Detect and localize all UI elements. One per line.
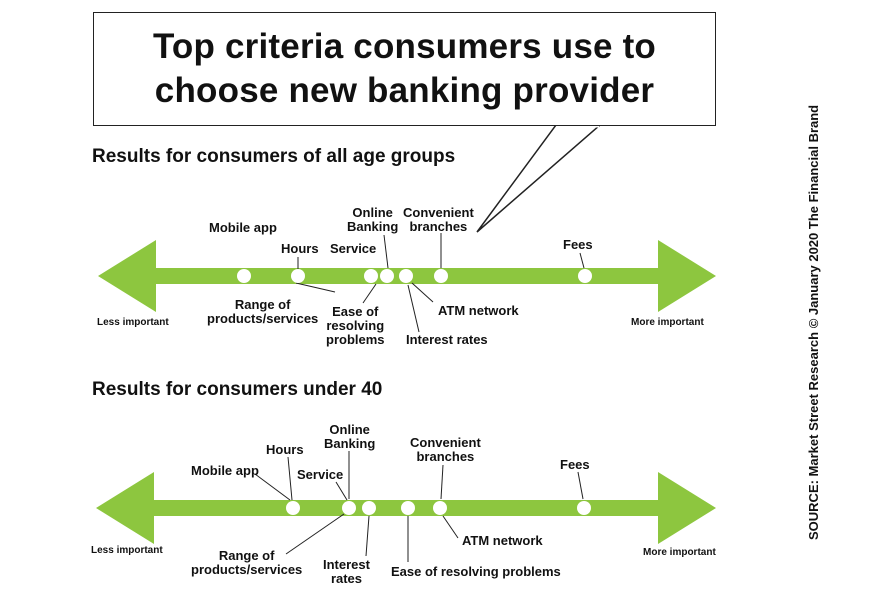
- panel-2-leader-line: [577, 471, 584, 500]
- panel-2-leader-line: [254, 473, 291, 501]
- panel-2-leader-line: [365, 515, 370, 557]
- panel-2-criterion-marker: [286, 501, 300, 515]
- panel-1-leader-line: [362, 283, 377, 304]
- title-callout-tail: [476, 124, 603, 233]
- title-line-2: choose new banking provider: [154, 71, 655, 110]
- panel-1-leader-line: [383, 234, 389, 269]
- panel-2-criterion-label: Service: [297, 467, 344, 482]
- panel-2-criterion-marker: [577, 501, 591, 515]
- panel-1-leader-line: [295, 282, 336, 293]
- panel-1-criterion-label: Interest rates: [406, 332, 488, 347]
- panel-1-leader-line: [407, 284, 420, 333]
- panel-1-criterion-label: ATM network: [438, 303, 519, 318]
- panel-2-leader-line: [285, 513, 345, 555]
- panel-1-criterion-label: Fees: [563, 237, 593, 252]
- panel-1-criterion-label: Service: [330, 241, 377, 256]
- panel-2-leader-line: [287, 456, 293, 501]
- panel-2-more-important-label: More important: [643, 547, 716, 558]
- panel-1-criterion-label: Mobile app: [209, 220, 277, 235]
- panel-2-criterion-marker: [362, 501, 376, 515]
- panel-1-leader-line: [579, 252, 585, 269]
- panel-1-criterion-marker: [380, 269, 394, 283]
- panel-2-leader-line: [442, 515, 459, 539]
- title-box: Top criteria consumers use to choose new…: [93, 12, 716, 126]
- panel-2-criterion-label: Hours: [266, 442, 304, 457]
- panel-1-less-important-label: Less important: [97, 317, 169, 328]
- panel-1-criterion-marker: [291, 269, 305, 283]
- panel-2-criterion-label: Mobile app: [191, 463, 259, 478]
- title-line-1: Top criteria consumers use to: [152, 27, 657, 66]
- panel-2-leader-line: [335, 481, 348, 501]
- panel-2-criterion-marker: [401, 501, 415, 515]
- panel-1-more-important-label: More important: [631, 317, 704, 328]
- panel-1-criterion-marker: [399, 269, 413, 283]
- panel-1-heading: Results for consumers of all age groups: [92, 146, 456, 167]
- panel-2-heading: Results for consumers under 40: [92, 379, 383, 400]
- panel-1-leader-line: [411, 282, 434, 303]
- panel-2-criterion-marker: [433, 501, 447, 515]
- panel-2-criterion-label: ATM network: [462, 533, 543, 548]
- panel-1-criterion-marker: [364, 269, 378, 283]
- panel-1-criterion-marker: [434, 269, 448, 283]
- panel-2-leader-line: [440, 464, 444, 500]
- panel-2-criterion-marker: [342, 501, 356, 515]
- panel-2-criterion-label: Ease of resolving problems: [391, 564, 561, 579]
- panel-2-less-important-label: Less important: [91, 545, 163, 556]
- panel-1-criterion-label: Hours: [281, 241, 319, 256]
- panel-1-criterion-marker: [578, 269, 592, 283]
- source-note: SOURCE: Market Street Research © January…: [806, 104, 821, 540]
- title: Top criteria consumers use to choose new…: [153, 25, 656, 113]
- panel-1-criterion-marker: [237, 269, 251, 283]
- panel-2-criterion-label: Fees: [560, 457, 590, 472]
